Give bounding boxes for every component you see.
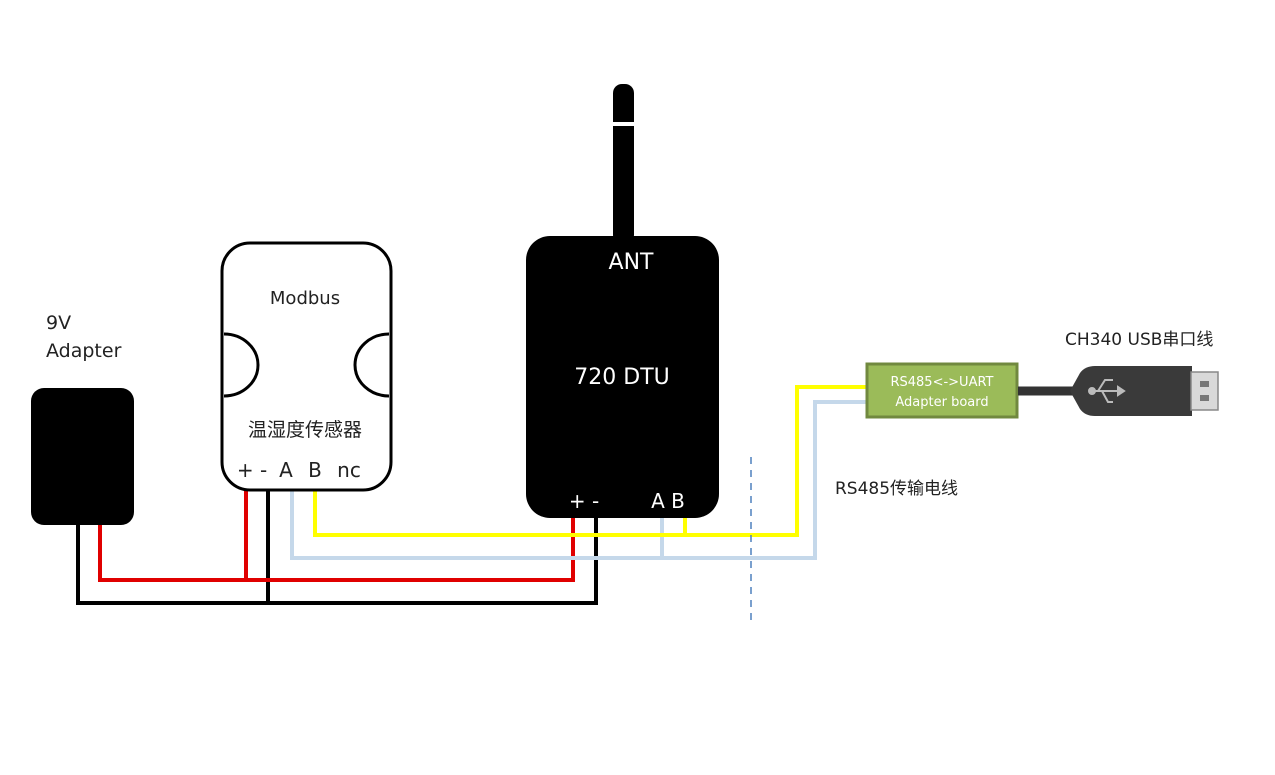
converter-label-line2: Adapter board	[895, 395, 988, 410]
usb-cable-label: CH340 USB串口线	[1065, 330, 1213, 350]
dtu-antenna-label: ANT	[609, 250, 655, 275]
sensor-protocol-label: Modbus	[270, 288, 340, 309]
converter-body	[865, 362, 1019, 419]
sensor-left-notch	[223, 332, 260, 398]
dtu-name-label: 720 DTU	[574, 365, 669, 390]
dtu-body	[526, 236, 719, 518]
sensor-name-label: 温湿度传感器	[248, 419, 362, 441]
rs485-uart-adapter-board: RS485<->UART Adapter board	[865, 362, 1019, 419]
adapter-body	[31, 388, 134, 525]
usb-cable: CH340 USB串口线	[1018, 330, 1219, 416]
antenna-band	[611, 122, 636, 126]
sensor-body	[220, 241, 393, 492]
dtu-power-pins: + -	[569, 489, 599, 513]
usb-connector	[1190, 371, 1219, 411]
dtu-data-pins: A B	[651, 489, 685, 513]
usb-plug-body	[1070, 366, 1192, 416]
positive-wire-adapter	[98, 510, 575, 582]
sensor-pin-power: + -	[237, 458, 267, 482]
wires	[76, 385, 868, 605]
adapter-label-line1: 9V	[46, 312, 71, 334]
antenna	[613, 84, 634, 244]
sensor-pin-b: B	[308, 458, 322, 482]
temperature-humidity-sensor: Modbus 温湿度传感器 + - A B nc	[220, 241, 393, 492]
rs485-line-label: RS485传输电线	[835, 479, 958, 499]
converter-label-line1: RS485<->UART	[890, 375, 993, 390]
rs485-b-wire	[313, 385, 868, 537]
adapter-label-line2: Adapter	[46, 340, 122, 362]
usb-connector-pin-top	[1200, 381, 1209, 387]
power-adapter: 9V Adapter	[31, 312, 134, 525]
usb-icon	[1088, 379, 1126, 403]
sensor-pin-a: A	[279, 458, 293, 482]
rs485-a-wire	[290, 400, 868, 560]
sensor-pin-nc: nc	[337, 458, 361, 482]
dtu-unit: ANT 720 DTU + - A B	[526, 84, 719, 518]
sensor-right-notch	[353, 332, 390, 398]
usb-connector-pin-bottom	[1200, 395, 1209, 401]
